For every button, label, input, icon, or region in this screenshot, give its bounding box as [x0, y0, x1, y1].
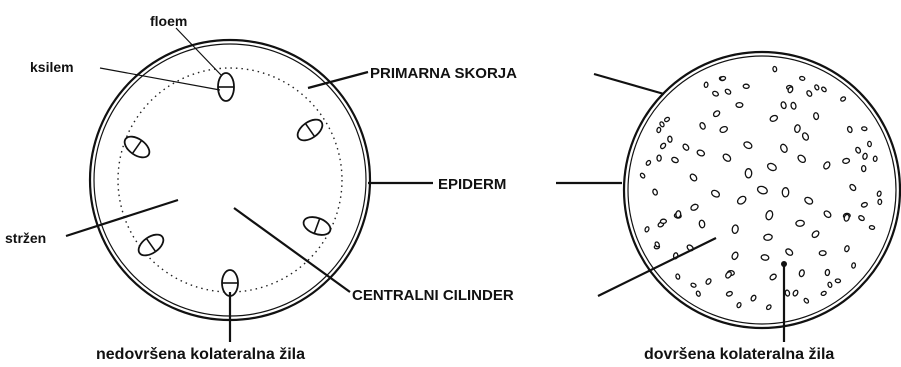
scattered-vascular-bundle	[794, 124, 801, 132]
scattered-vascular-bundle	[877, 191, 882, 197]
label-primarna-skorja: PRIMARNA SKORJA	[370, 65, 517, 82]
scattered-vascular-bundle	[862, 153, 867, 160]
scattered-vascular-bundle	[868, 141, 872, 146]
primarna-skorja-leader-right	[594, 74, 664, 94]
label-strzen: stržen	[5, 230, 46, 246]
label-floem: floem	[150, 13, 187, 29]
scattered-vascular-bundle	[796, 220, 805, 227]
label-nedovrsena-kolateralna-zila: nedovršena kolateralna žila	[96, 346, 305, 363]
scattered-vascular-bundle	[761, 254, 769, 260]
scattered-vascular-bundle	[773, 66, 777, 72]
scattered-vascular-bundle	[869, 225, 875, 230]
scattered-vascular-bundle	[842, 158, 850, 164]
scattered-vascular-bundle	[827, 282, 832, 288]
scattered-vascular-bundle	[704, 82, 708, 87]
scattered-vascular-bundle	[873, 156, 877, 161]
scattered-vascular-bundle	[813, 112, 819, 119]
scattered-vascular-bundle	[720, 76, 726, 81]
label-ksilem: ksilem	[30, 59, 74, 75]
scattered-vascular-bundle	[782, 188, 789, 197]
scattered-vascular-bundle	[878, 199, 882, 204]
scattered-vascular-bundle	[699, 220, 706, 228]
label-epiderm: EPIDERM	[438, 176, 506, 193]
scattered-vascular-bundle	[785, 290, 791, 297]
scattered-vascular-bundle	[861, 126, 867, 130]
scattered-vascular-bundle	[736, 103, 743, 108]
scattered-vascular-bundle	[763, 234, 772, 241]
scattered-vascular-bundle	[667, 136, 672, 142]
scattered-vascular-bundle	[851, 263, 855, 269]
dovrsena-bundle-dot	[781, 261, 787, 267]
vascular-bundle	[218, 73, 234, 101]
right-stem-cross-section	[624, 52, 900, 328]
label-centralni-cilinder: CENTRALNI CILINDER	[352, 287, 514, 304]
scattered-vascular-bundle	[835, 279, 841, 283]
scattered-vascular-bundle	[745, 169, 751, 178]
scattered-vascular-bundle	[660, 219, 666, 224]
scattered-vascular-bundle	[743, 84, 749, 89]
scattered-vascular-bundle	[675, 274, 680, 280]
label-dovrsena-kolateralna-zila: dovršena kolateralna žila	[644, 346, 834, 363]
scattered-vascular-bundle	[656, 127, 661, 133]
scattered-vascular-bundle	[861, 165, 866, 171]
scattered-vascular-bundle	[799, 76, 805, 81]
scattered-vascular-bundle	[819, 251, 826, 256]
scattered-vascular-bundle	[825, 269, 830, 275]
scattered-vascular-bundle	[657, 155, 661, 161]
scattered-vascular-bundle	[676, 211, 682, 218]
